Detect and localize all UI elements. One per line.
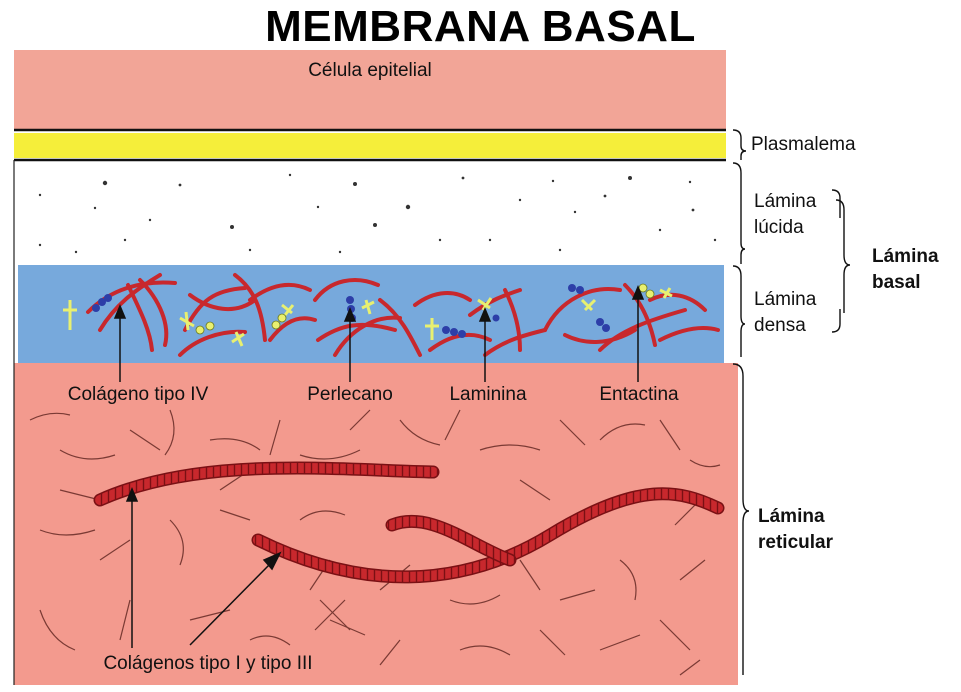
plasmalemma-layer: [14, 133, 726, 158]
lamina-lucida-label-1: Lámina: [754, 191, 817, 212]
collagen-iv-label: Colágeno tipo IV: [68, 384, 209, 405]
laminin-label: Laminina: [449, 384, 527, 405]
lamina-densa-label-2: densa: [754, 315, 806, 336]
plasmalemma-label: Plasmalema: [751, 134, 856, 155]
lamina-reticular-layer: [14, 363, 738, 685]
lamina-densa-label-1: Lámina: [754, 289, 817, 310]
lamina-reticular-label-1: Lámina: [758, 506, 825, 527]
entactin-label: Entactina: [599, 384, 679, 405]
lamina-lucida-label-2: lúcida: [754, 217, 804, 238]
perlecan-label: Perlecano: [307, 384, 393, 405]
collagen-i-iii-label: Colágenos tipo I y tipo III: [103, 653, 312, 674]
lamina-lucida-dots: [39, 174, 716, 253]
lamina-basal-label-2: basal: [872, 272, 921, 293]
epithelial-cell-label: Célula epitelial: [308, 60, 432, 81]
lamina-basal-label-1: Lámina: [872, 246, 939, 267]
lamina-reticular-label-2: reticular: [758, 532, 834, 553]
